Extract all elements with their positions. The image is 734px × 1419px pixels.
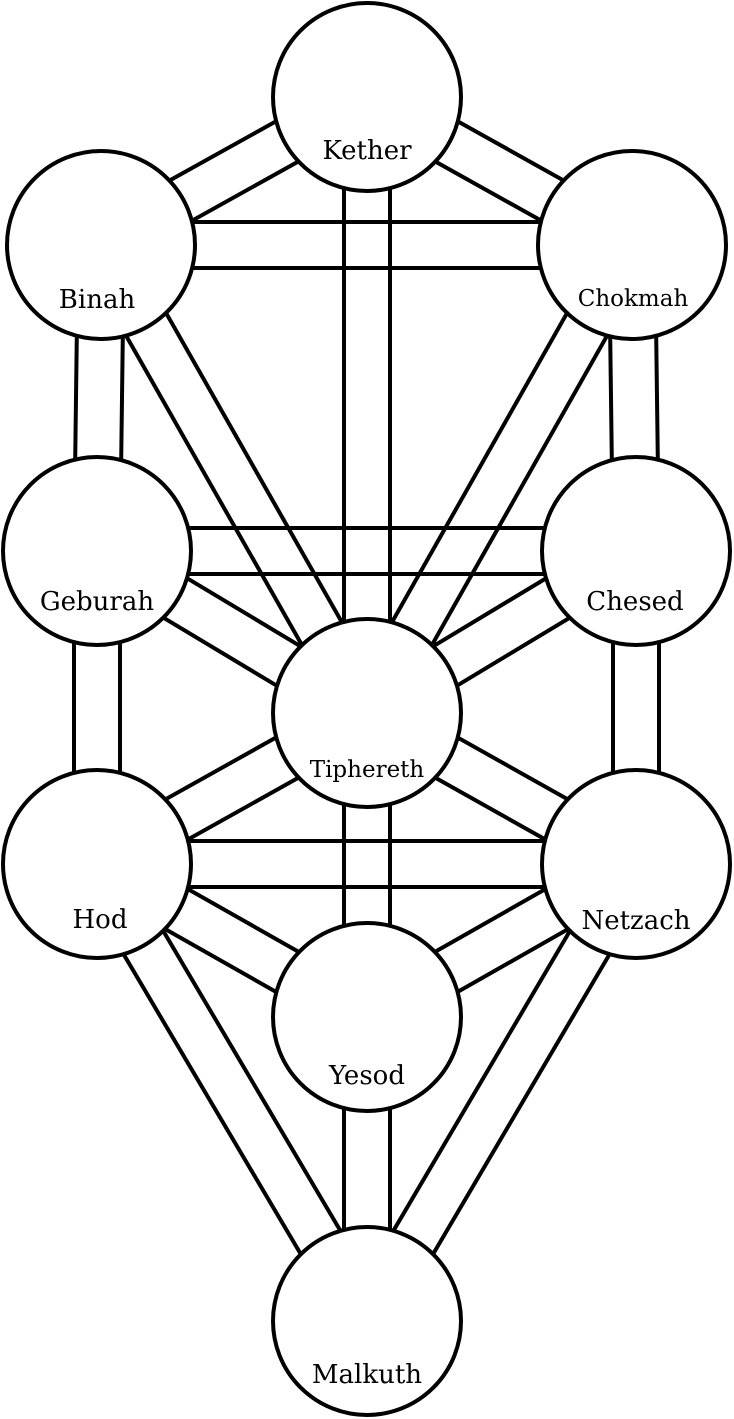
node-yesod: Yesod [271, 921, 463, 1113]
node-netzach-circle [540, 768, 732, 960]
path-kether-tiphereth [342, 97, 392, 713]
node-kether: Kether [271, 1, 463, 193]
node-netzach-label: Netzach [581, 906, 690, 936]
node-geburah-label: Geburah [40, 587, 154, 617]
node-tiphereth-label: Tiphereth [310, 757, 425, 783]
node-tiphereth-circle [271, 617, 463, 809]
node-geburah: Geburah [1, 455, 193, 647]
node-kether-label: Kether [322, 136, 412, 166]
node-malkuth-label: Malkuth [312, 1360, 422, 1390]
node-binah-circle [5, 149, 197, 341]
node-yesod-circle [271, 921, 463, 1113]
node-tiphereth: Tiphereth [271, 617, 463, 809]
node-chesed-circle [540, 455, 732, 647]
node-hod: Hod [1, 768, 193, 960]
node-chesed: Chesed [540, 455, 732, 647]
node-chokmah-label: Chokmah [578, 286, 689, 312]
node-chesed-label: Chesed [586, 587, 683, 617]
node-yesod-label: Yesod [328, 1061, 405, 1091]
node-binah-label: Binah [59, 285, 136, 315]
node-binah: Binah [5, 149, 197, 341]
node-malkuth-circle [271, 1225, 463, 1417]
node-chokmah: Chokmah [536, 149, 728, 341]
node-hod-label: Hod [73, 905, 128, 935]
node-netzach: Netzach [540, 768, 732, 960]
node-hod-circle [1, 768, 193, 960]
node-chokmah-circle [536, 149, 728, 341]
node-malkuth: Malkuth [271, 1225, 463, 1417]
node-kether-circle [271, 1, 463, 193]
node-geburah-circle [1, 455, 193, 647]
